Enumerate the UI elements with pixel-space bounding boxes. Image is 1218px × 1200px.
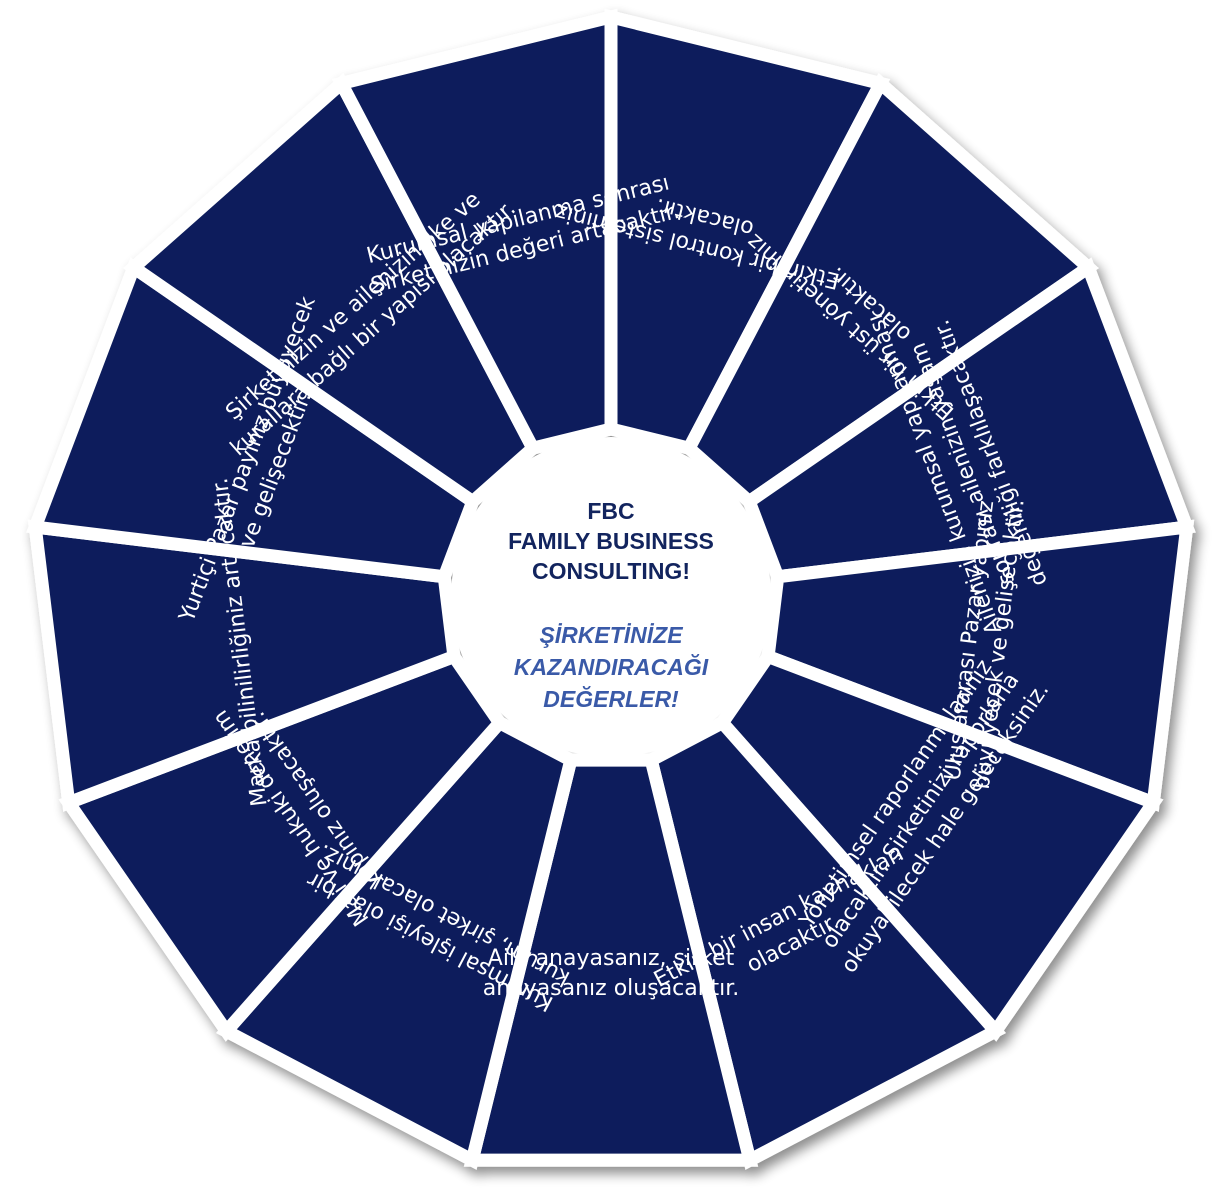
segment-label-line: Aile anayasanız, şirket bbox=[488, 946, 735, 971]
center-title-line: FAMILY BUSINESS bbox=[508, 528, 714, 554]
wheel-segments bbox=[26, 8, 1196, 1170]
center-subtitle-line: KAZANDIRACAĞI bbox=[514, 653, 709, 680]
center-title: FBC FAMILY BUSINESS CONSULTING! bbox=[508, 498, 714, 584]
wheel-segment bbox=[331, 8, 618, 456]
center-subtitle-line: ŞİRKETİNİZE bbox=[539, 622, 683, 648]
center-title-line: FBC bbox=[587, 498, 634, 524]
center-hub: FBC FAMILY BUSINESS CONSULTING! ŞİRKETİNİZ… bbox=[451, 437, 771, 757]
center-subtitle: ŞİRKETİNİZE KAZANDIRACAĞI DEĞERLER! bbox=[514, 622, 709, 712]
center-title-line: CONSULTING! bbox=[532, 558, 690, 584]
center-circle bbox=[451, 437, 771, 757]
segment-label-group: Aile anayasanız, şirket anayasanız oluşac… bbox=[483, 946, 739, 1001]
center-subtitle-line: DEĞERLER! bbox=[543, 685, 679, 712]
segment-label-line: anayasanız oluşacaktır. bbox=[483, 976, 739, 1001]
